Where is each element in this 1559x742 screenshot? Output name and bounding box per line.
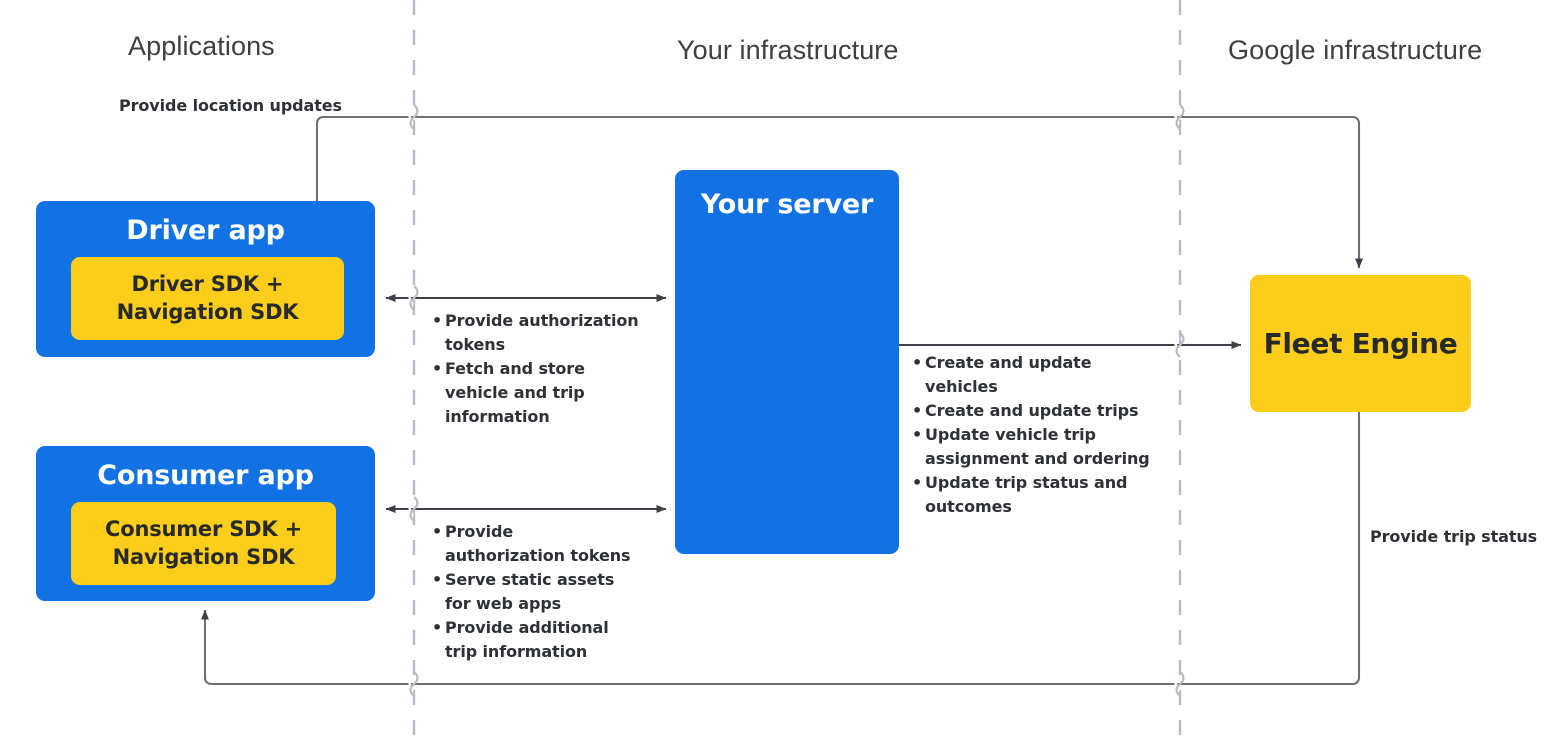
column-heading-applications: Applications	[128, 31, 275, 61]
flow-list-item: Provide authorization tokens	[432, 309, 647, 357]
label-provide-location-updates: Provide location updates	[119, 96, 342, 115]
flow-list-item: Create and update vehicles	[912, 351, 1160, 399]
flow-list-consumer-to-server: Provide authorization tokensServe static…	[432, 520, 632, 664]
flow-list-server-to-fleet-engine: Create and update vehiclesCreate and upd…	[912, 351, 1160, 519]
node-your-server[interactable]: Your server	[675, 170, 899, 554]
node-consumer-app[interactable]: Consumer app Consumer SDK +Navigation SD…	[36, 446, 375, 601]
label-provide-trip-status: Provide trip status	[1370, 527, 1538, 546]
node-fleet-engine[interactable]: Fleet Engine	[1250, 275, 1471, 412]
node-driver-app[interactable]: Driver app Driver SDK +Navigation SDK	[36, 201, 375, 357]
node-driver-sdk[interactable]: Driver SDK +Navigation SDK	[71, 257, 344, 340]
flow-list-item: Update trip status and outcomes	[912, 471, 1160, 519]
flow-list-item: Create and update trips	[912, 399, 1160, 423]
flow-list-item: Update vehicle trip assignment and order…	[912, 423, 1160, 471]
fleet-engine-title: Fleet Engine	[1263, 327, 1458, 360]
consumer-app-title: Consumer app	[97, 460, 314, 491]
node-consumer-sdk[interactable]: Consumer SDK +Navigation SDK	[71, 502, 336, 585]
driver-app-title: Driver app	[126, 215, 285, 246]
flow-list-item: Serve static assets for web apps	[432, 568, 632, 616]
flow-list-driver-to-server: Provide authorization tokensFetch and st…	[432, 309, 647, 429]
column-heading-google-infrastructure: Google infrastructure	[1228, 35, 1483, 65]
flow-list-item: Provide additional trip information	[432, 616, 632, 664]
flow-list-item: Provide authorization tokens	[432, 520, 632, 568]
column-heading-your-infrastructure: Your infrastructure	[677, 35, 899, 65]
flow-list-item: Fetch and store vehicle and trip informa…	[432, 357, 647, 429]
your-server-title: Your server	[700, 189, 874, 220]
